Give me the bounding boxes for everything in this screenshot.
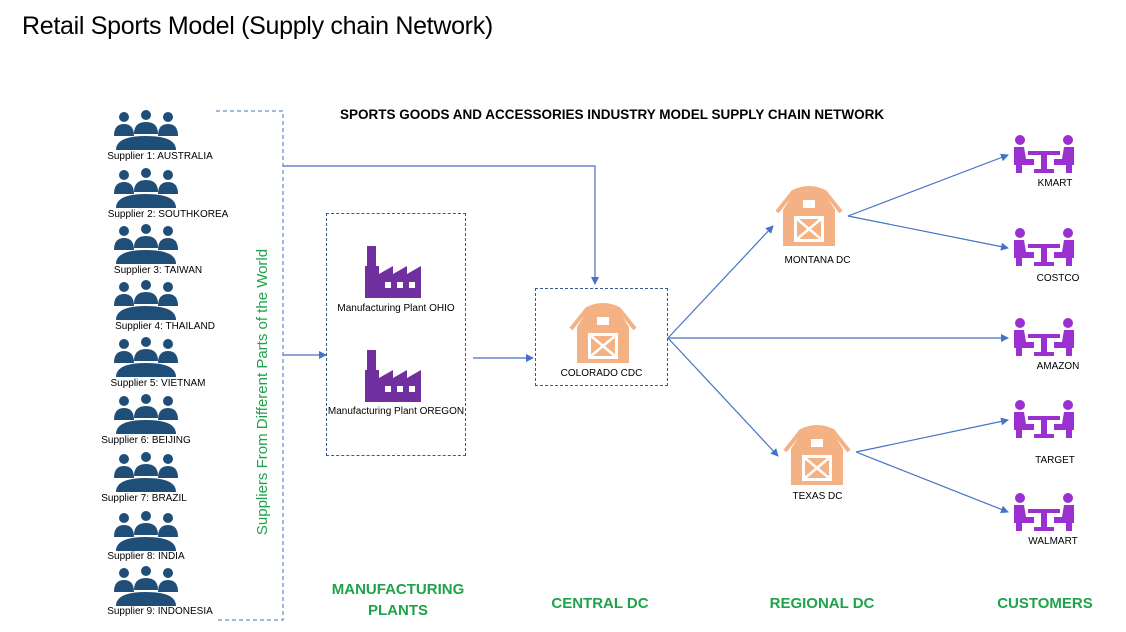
central-dc-label: COLORADO CDC [560, 368, 643, 379]
supplier-label: Supplier 2: SOUTHKOREA [107, 209, 229, 220]
connector-cdc-to-texas [667, 337, 779, 457]
customer-label-kmart: KMART [1037, 178, 1073, 189]
people-group-icon [114, 511, 178, 551]
people-group-icon [114, 110, 178, 150]
plant-label-ohio: Manufacturing Plant OHIO [337, 303, 455, 314]
meeting-table-icon [1014, 493, 1074, 531]
customer-label-target: TARGET [1035, 455, 1075, 466]
barn-icon [569, 303, 637, 363]
supplier-label: Supplier 9: INDONESIA [107, 606, 213, 617]
stage-label-manufacturing: MANUFACTURING PLANTS [331, 581, 465, 619]
regional-dc-label-montana: MONTANA DC [784, 255, 851, 266]
customer-label-walmart: WALMART [1028, 536, 1078, 547]
people-group-icon [114, 394, 178, 434]
factory-icon [365, 246, 421, 298]
stage-label-regional: REGIONAL DC [769, 595, 875, 612]
customer-label-amazon: AMAZON [1036, 361, 1080, 372]
meeting-table-icon [1014, 400, 1074, 438]
page-title: Retail Sports Model (Supply chain Networ… [22, 12, 493, 40]
connector-montana-to-kmart [847, 153, 1009, 217]
people-group-icon [114, 224, 178, 264]
suppliers-group-label: Suppliers From Different Parts of the Wo… [254, 248, 271, 536]
regional-dc-label-texas: TEXAS DC [792, 491, 843, 502]
supplier-label: Supplier 4: THAILAND [115, 321, 215, 332]
supplier-label: Supplier 8: INDIA [107, 551, 185, 562]
people-group-icon [114, 566, 178, 606]
meeting-table-icon [1014, 228, 1074, 266]
stage-label-central: CENTRAL DC [551, 595, 649, 612]
connector-montana-to-costco [847, 215, 1009, 251]
supplier-label: Supplier 1: AUSTRALIA [107, 151, 213, 162]
people-group-icon [114, 337, 178, 377]
plant-label-oregon: Manufacturing Plant OREGON [327, 406, 465, 417]
connector-suppliers-to-cdc [283, 165, 599, 285]
supplier-label: Supplier 7: BRAZIL [101, 493, 187, 504]
manufacturing-plants-box [326, 213, 466, 456]
connector-cdc-to-montana [667, 225, 774, 339]
supplier-label: Supplier 3: TAIWAN [113, 265, 203, 276]
factory-icon [365, 350, 421, 402]
suppliers-bracket [216, 110, 284, 621]
meeting-table-icon [1014, 318, 1074, 356]
diagram-title: SPORTS GOODS AND ACCESSORIES INDUSTRY MO… [340, 107, 885, 122]
people-group-icon [114, 452, 178, 492]
barn-icon [783, 425, 851, 485]
central-dc-box [535, 288, 668, 386]
people-group-icon [114, 280, 178, 320]
connector-texas-to-walmart [855, 451, 1009, 514]
customer-label-costco: COSTCO [1036, 273, 1080, 284]
connector-texas-to-target [855, 417, 1009, 453]
meeting-table-icon [1014, 135, 1074, 173]
stage-label-customers: CUSTOMERS [997, 595, 1093, 612]
supplier-label: Supplier 6: BEIJING [101, 435, 191, 446]
barn-icon [775, 186, 843, 246]
supplier-label: Supplier 5: VIETNAM [110, 378, 206, 389]
people-group-icon [114, 168, 178, 208]
